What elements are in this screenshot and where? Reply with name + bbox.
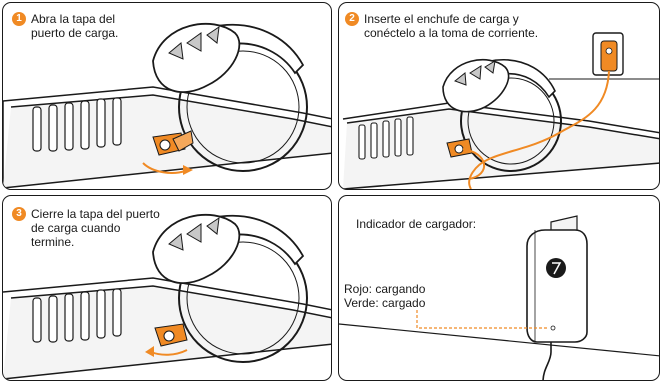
scooter-close-cover-illustration bbox=[3, 213, 331, 380]
step-3-badge: 3 bbox=[12, 207, 26, 221]
charger-adapter-illustration bbox=[339, 215, 659, 380]
step-1-instruction: 1 Abra la tapa del puerto de carga. bbox=[12, 12, 118, 40]
step-1-panel: 1 Abra la tapa del puerto de carga. bbox=[2, 2, 332, 190]
step-3-panel: 3 Cierre la tapa del puerto de carga cua… bbox=[2, 195, 332, 381]
indicator-panel: Indicador de cargador: Rojo: cargando Ve… bbox=[338, 195, 660, 381]
step-2-panel: 2 Inserte el enchufe de carga y conéctel… bbox=[338, 2, 660, 190]
step-2-text: Inserte el enchufe de carga y conéctelo … bbox=[364, 12, 539, 40]
step-1-badge: 1 bbox=[12, 12, 26, 26]
scooter-open-cover-illustration bbox=[3, 22, 331, 189]
step-3-text: Cierre la tapa del puerto de carga cuand… bbox=[31, 207, 160, 249]
indicator-states: Rojo: cargando Verde: cargado bbox=[344, 282, 426, 310]
scooter-plug-in-illustration bbox=[342, 32, 659, 189]
step-3-instruction: 3 Cierre la tapa del puerto de carga cua… bbox=[12, 207, 160, 249]
step-2-badge: 2 bbox=[345, 12, 359, 26]
step-2-instruction: 2 Inserte el enchufe de carga y conéctel… bbox=[345, 12, 538, 40]
step-1-text: Abra la tapa del puerto de carga. bbox=[31, 12, 119, 40]
indicator-title: Indicador de cargador: bbox=[356, 217, 477, 231]
